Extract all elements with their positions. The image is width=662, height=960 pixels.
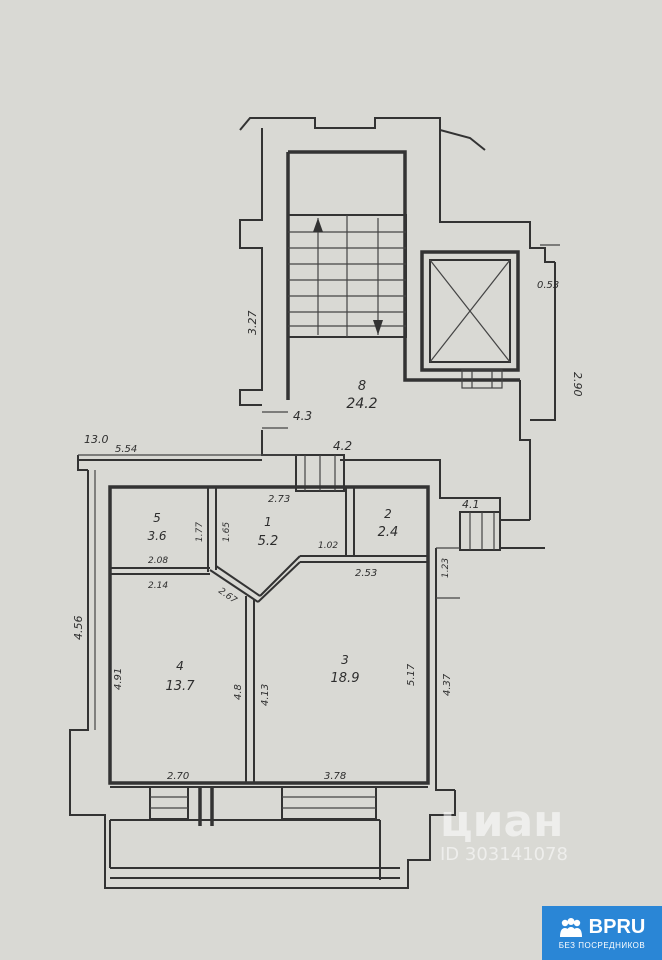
stair-side-door: [262, 411, 288, 429]
people-icon: [559, 917, 582, 937]
room-number: 2: [384, 507, 392, 521]
dimension-label: 2.53: [355, 568, 377, 579]
dimension-label: 13.0: [84, 433, 109, 446]
dimension-label: 2.08: [148, 556, 168, 566]
room-area: 5.2: [258, 534, 279, 549]
elevator-shaft: [420, 250, 520, 389]
dimension-label: 4.8: [233, 684, 244, 700]
dimension-label: 0.53: [537, 280, 559, 291]
room-area: 24.2: [346, 396, 377, 412]
arrow-up-icon: [313, 218, 323, 232]
dimension-labels: 3.27 4.3 4.2 13.0 5.54 2.73 4.1 0.53 2.9…: [72, 280, 584, 782]
watermark-brand: циан: [440, 796, 564, 847]
room-area: 2.4: [378, 525, 399, 540]
room-label-2: 2 2.4: [378, 507, 399, 540]
room-area: 18.9: [331, 671, 360, 686]
dimension-label: 5.17: [406, 663, 417, 686]
dimension-label: 4.2: [333, 439, 352, 453]
room-number: 3: [341, 653, 349, 667]
watermark: циан ID 303141078: [440, 796, 568, 866]
dimension-label: 5.54: [115, 444, 137, 455]
badge-subtitle: БЕЗ ПОСРЕДНИКОВ: [558, 941, 646, 950]
dimension-label: 1.02: [318, 541, 338, 551]
room-label-4: 4 13.7: [166, 659, 196, 694]
arrow-down-icon: [373, 320, 383, 335]
dimension-label: 4.56: [72, 616, 85, 641]
side-door: [459, 511, 501, 551]
dimension-label: 2.14: [148, 581, 168, 591]
dimension-label: 2.90: [571, 372, 584, 397]
room-number: 1: [264, 515, 272, 529]
room-number: 8: [358, 379, 366, 394]
dimension-label: 4.3: [293, 409, 312, 423]
dimension-label: 4.13: [260, 684, 271, 706]
dimension-label: 2.73: [268, 494, 290, 505]
dimension-label: 3.27: [246, 311, 259, 336]
window-right: [281, 786, 377, 820]
bpru-badge[interactable]: BPRU БЕЗ ПОСРЕДНИКОВ: [542, 906, 662, 960]
dimension-label: 1.65: [222, 522, 232, 542]
badge-brand: BPRU: [588, 916, 646, 938]
room-label-1: 1 5.2: [258, 515, 279, 549]
dimension-label: 4.91: [113, 668, 124, 690]
dimension-label: 1.77: [195, 522, 205, 542]
room-number: 4: [176, 659, 184, 673]
dimension-label: 2.70: [167, 771, 189, 782]
room-area: 3.6: [147, 529, 166, 543]
dimension-label: 3.78: [324, 771, 346, 782]
dimension-lines: [78, 244, 560, 730]
dimension-label: 4.1: [462, 498, 480, 511]
dimension-label: 1.23: [441, 558, 451, 578]
room-label-8: 8 24.2: [346, 379, 377, 412]
room-number: 5: [153, 511, 161, 525]
room-label-5: 5 3.6: [147, 511, 166, 543]
room-label-3: 3 18.9: [331, 653, 360, 686]
room-area: 13.7: [166, 679, 196, 694]
entry-door-stairs: [295, 454, 345, 492]
window-left: [149, 786, 214, 826]
watermark-listing-id: ID 303141078: [440, 844, 568, 865]
staircase: [287, 214, 407, 338]
dimension-label: 4.37: [442, 673, 453, 696]
